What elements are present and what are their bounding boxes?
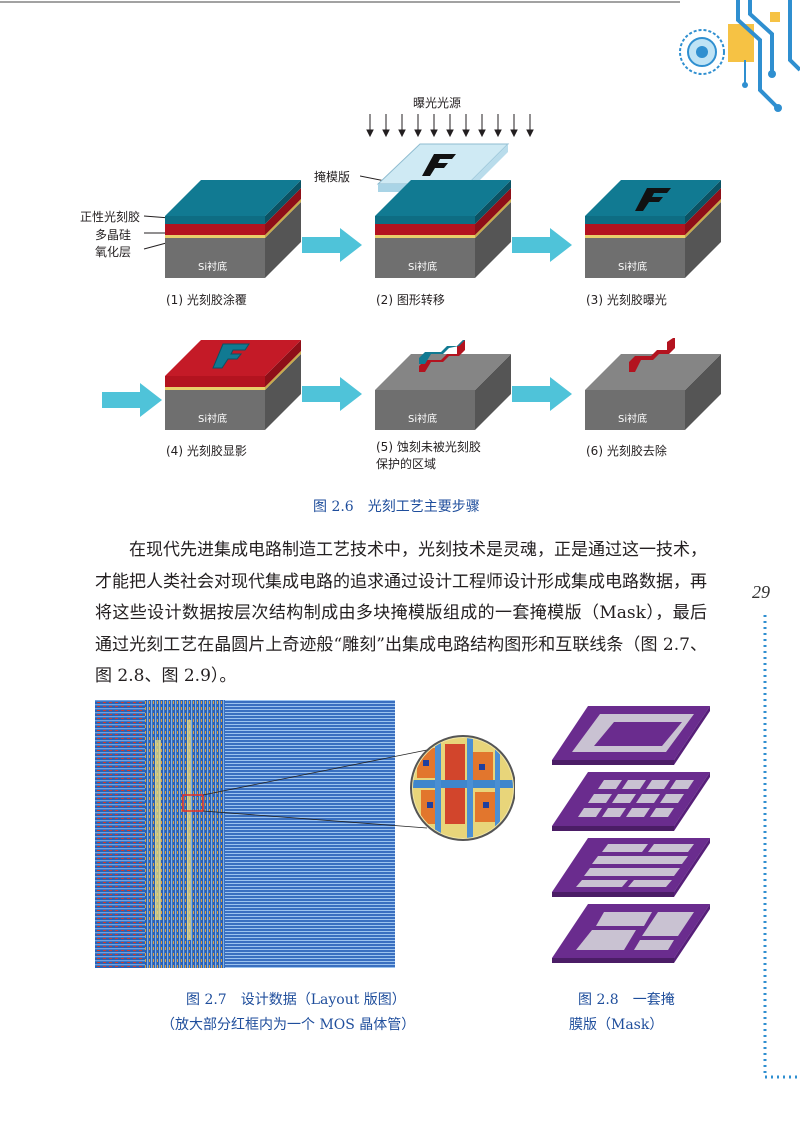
layer-label-photoresist: 正性光刻胶 — [80, 210, 141, 224]
corner-decoration — [0, 0, 800, 130]
figure-2-8-title-line2: 膜版（Mask） — [569, 1017, 664, 1033]
step3-wafer — [585, 180, 721, 278]
light-source-label: 曝光光源 — [413, 96, 462, 110]
step5-caption: (5) 蚀刻未被光刻胶 保护的区域 — [376, 440, 481, 471]
step2-wafer — [375, 180, 511, 278]
step5-substrate-label: Si衬底 — [408, 414, 438, 425]
step1-caption: (1) 光刻胶涂覆 — [166, 293, 247, 307]
figure-2-7-title-line1: 图 2.7 设计数据（Layout 版图） — [186, 992, 406, 1008]
step6-substrate-label: Si衬底 — [618, 414, 648, 425]
body-paragraph: 在现代先进集成电路制造工艺技术中，光刻技术是灵魂，正是通过这一技术，才能把人类社… — [95, 540, 707, 686]
step5-wafer — [375, 340, 511, 430]
step1-wafer — [165, 180, 301, 278]
margin-dotted-line — [763, 615, 800, 1079]
step4-substrate-label: Si衬底 — [198, 414, 228, 425]
page-number: 29 — [752, 582, 770, 602]
arrow-3-4 — [102, 383, 162, 417]
arrow-2-3 — [512, 228, 572, 262]
step4-caption: (4) 光刻胶显影 — [166, 444, 247, 458]
mask-set-image — [552, 706, 710, 963]
step2-substrate-label: Si衬底 — [408, 262, 438, 273]
step6-caption: (6) 光刻胶去除 — [586, 444, 667, 458]
figure-2-6-title: 图 2.6 光刻工艺主要步骤 — [313, 499, 480, 515]
mask-plate-1 — [552, 706, 710, 765]
mask-label: 掩模版 — [314, 170, 351, 184]
mask-plate-2 — [552, 772, 710, 831]
mask-plate-3 — [552, 838, 710, 897]
exposure-arrows — [366, 114, 534, 138]
figure-2-7-title-line2: （放大部分红框内为一个 MOS 晶体管） — [161, 1017, 416, 1033]
step4-wafer — [165, 340, 301, 430]
figure-2-8-title-line1: 图 2.8 一套掩 — [578, 992, 675, 1008]
step6-wafer — [585, 338, 721, 430]
step1-substrate-label: Si衬底 — [198, 262, 228, 273]
layer-label-polysilicon: 多晶硅 — [95, 228, 132, 242]
step2-caption: (2) 图形转移 — [376, 293, 445, 307]
arrow-5-6 — [512, 377, 572, 411]
arrow-1-2 — [302, 228, 362, 262]
mask-plate-4 — [552, 904, 710, 963]
step3-substrate-label: Si衬底 — [618, 262, 648, 273]
layer-label-oxide: 氧化层 — [95, 245, 132, 259]
arrow-4-5 — [302, 377, 362, 411]
gear-circle-icon — [679, 29, 725, 75]
step3-caption: (3) 光刻胶曝光 — [586, 293, 667, 307]
layout-image — [95, 700, 515, 968]
